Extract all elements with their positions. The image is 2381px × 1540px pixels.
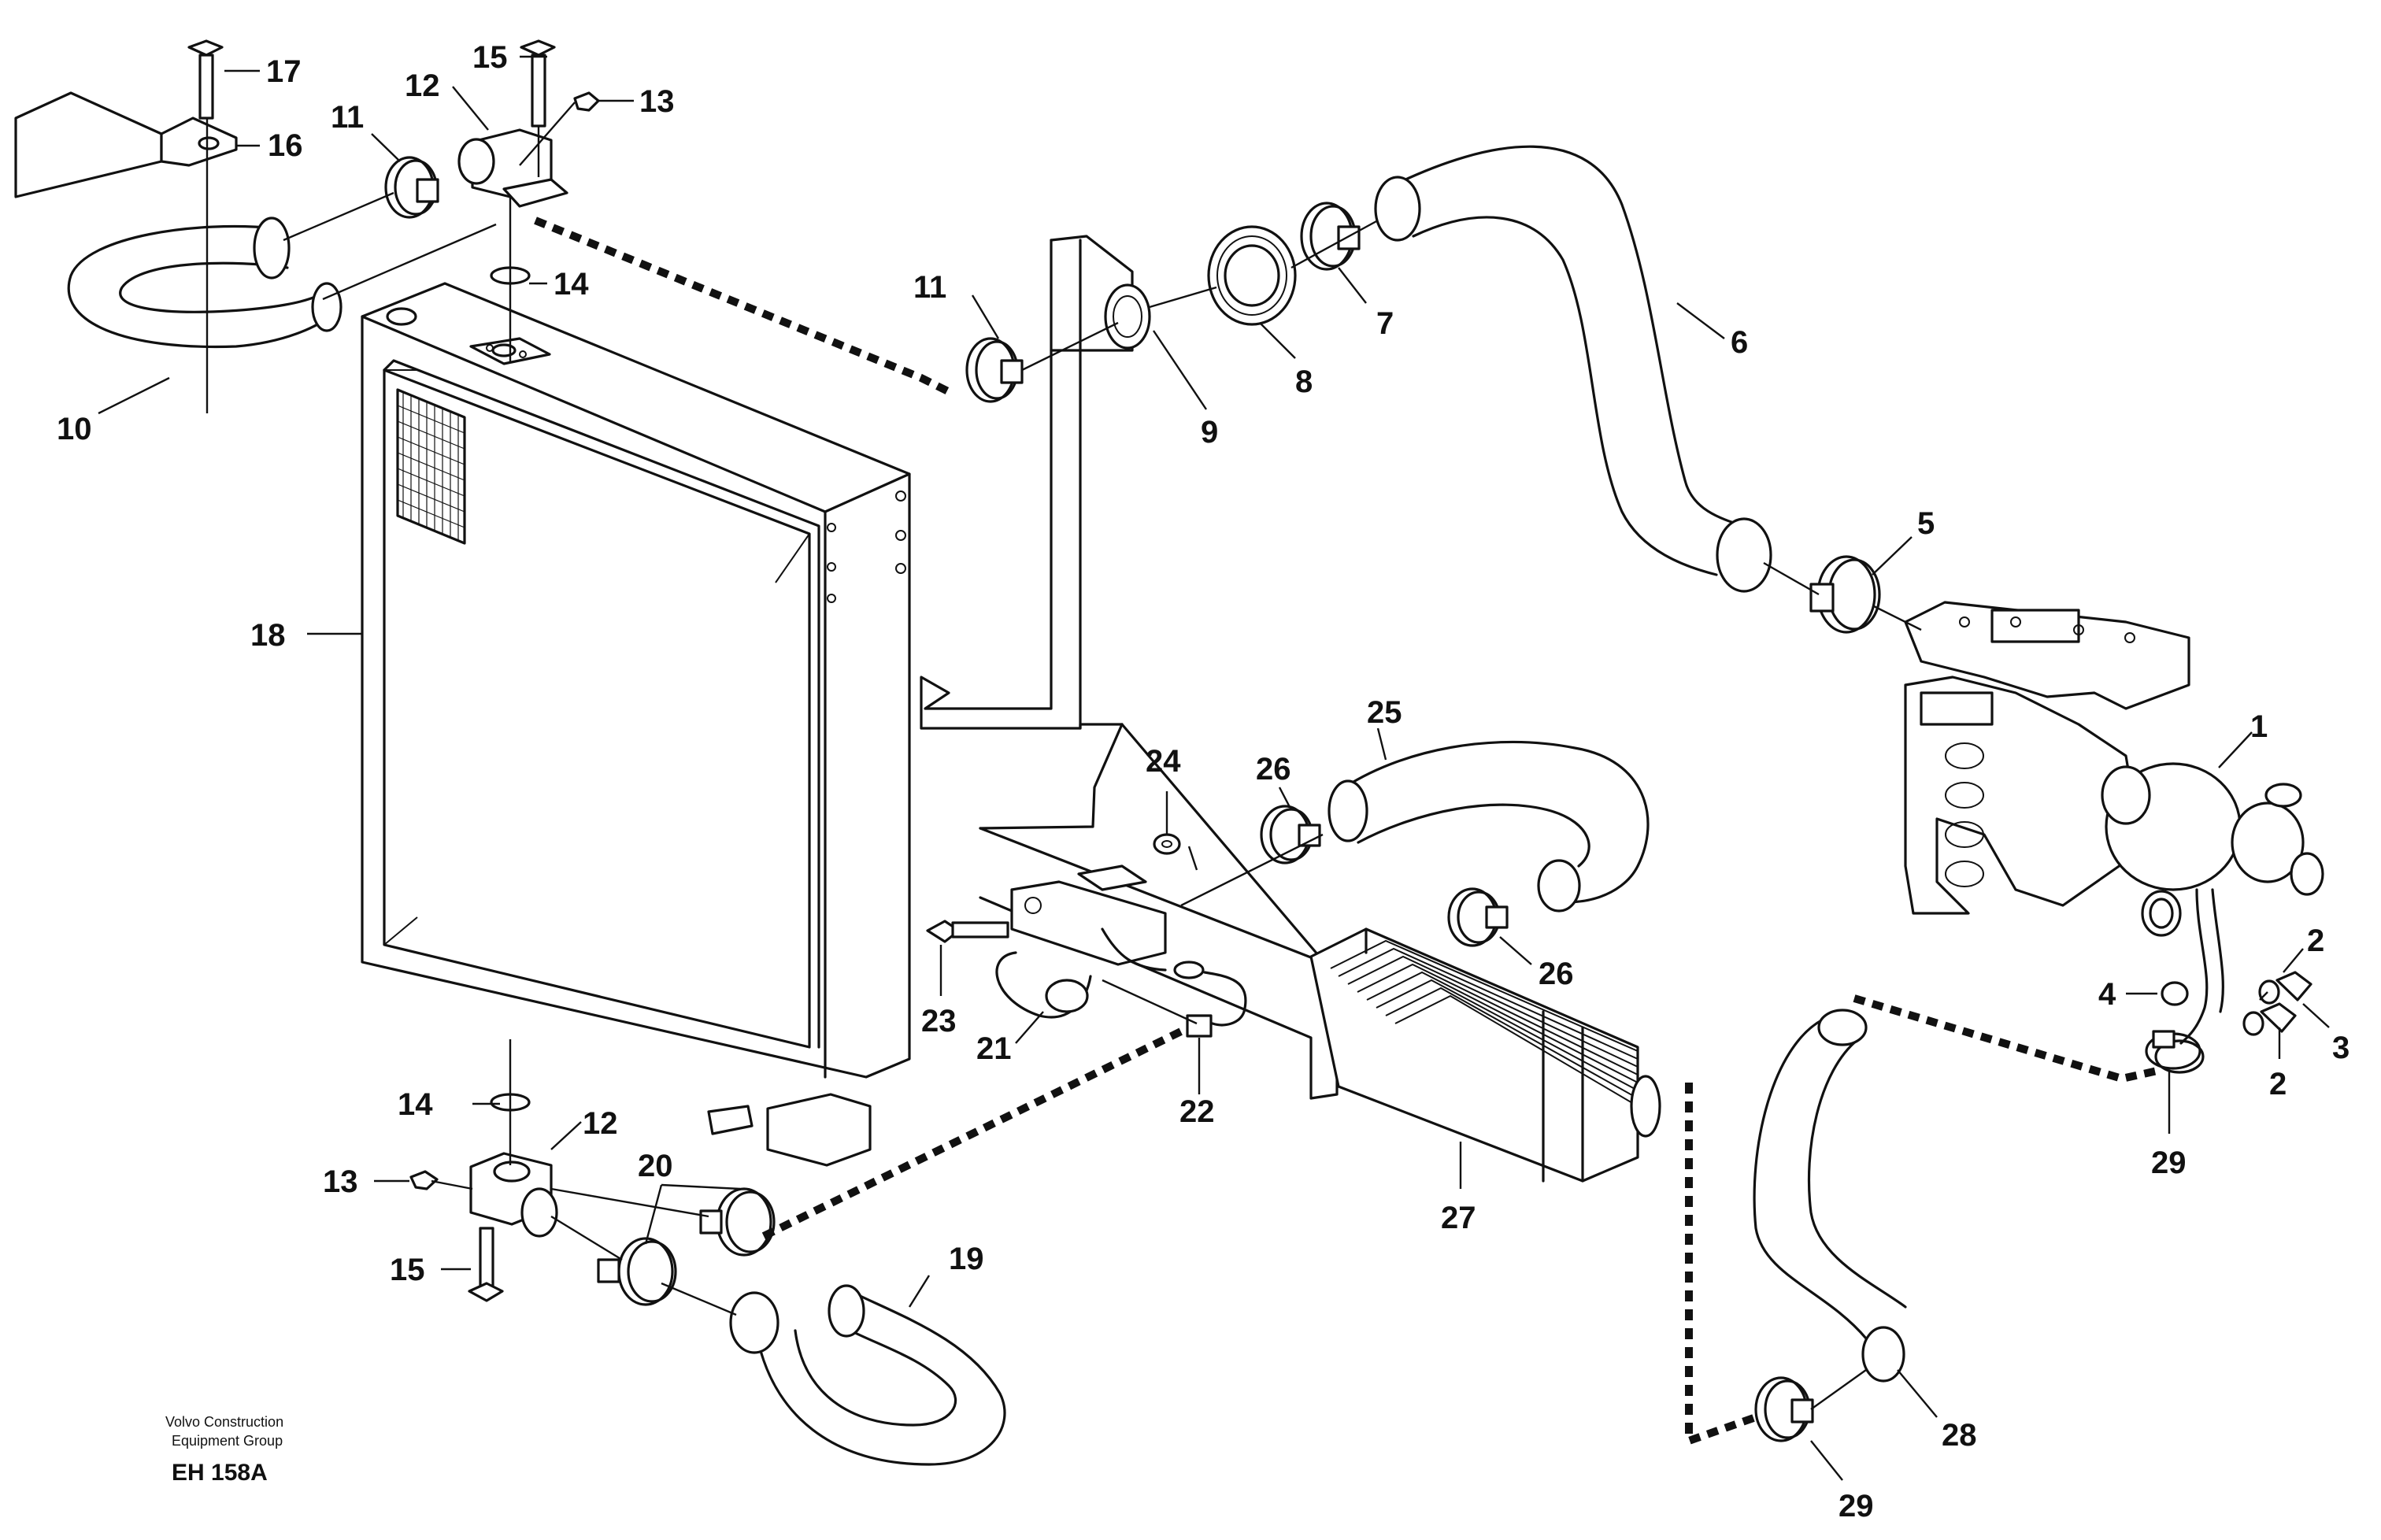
callout-number: 22 — [1179, 1094, 1215, 1129]
footer-company-line2: Equipment Group — [172, 1433, 283, 1449]
pipe-elbow — [67, 217, 343, 349]
nut — [409, 1170, 439, 1190]
hose-clamp — [2145, 1030, 2205, 1074]
bolt — [187, 39, 224, 120]
callout-number: 4 — [2098, 977, 2116, 1012]
callout-number: 26 — [1539, 957, 1574, 991]
fan-shroud-plate — [920, 235, 1339, 1100]
callout-number: 14 — [398, 1087, 433, 1122]
callout-leaders — [98, 55, 2330, 1481]
oil-cooler — [1309, 927, 1661, 1183]
hose-clamp — [1260, 805, 1321, 864]
leader-lines — [206, 102, 2268, 1410]
callout-number: 29 — [1839, 1489, 1874, 1523]
hose-route-dashed — [534, 217, 2159, 1447]
engine-water-pump-assembly — [1904, 601, 2324, 1045]
upper-radiator-hose — [1374, 145, 1772, 593]
callout-number: 10 — [57, 412, 92, 446]
temperature-sender-bracket — [1010, 864, 1167, 966]
hose-clamp — [384, 156, 439, 219]
washer — [1153, 833, 1181, 855]
footer-company-line1: Volvo Construction — [165, 1414, 283, 1430]
radiator — [361, 282, 911, 1167]
callout-number: 7 — [1376, 306, 1394, 341]
mounting-bracket — [14, 91, 238, 198]
hose-clamp — [597, 1237, 677, 1306]
nut — [573, 91, 600, 112]
bolt — [468, 1227, 504, 1302]
callout-number: 5 — [1917, 506, 1935, 541]
lower-bypass-hose — [1753, 1009, 1907, 1383]
callout-number: 20 — [638, 1149, 673, 1183]
callout-number: 26 — [1256, 752, 1291, 787]
callout-number: 23 — [921, 1004, 957, 1038]
callout-number: 3 — [2332, 1031, 2350, 1065]
thermostat-housing-bottom — [469, 1152, 558, 1238]
callout-number: 28 — [1942, 1418, 1977, 1453]
plug — [2161, 981, 2189, 1006]
callout-number: 16 — [268, 128, 303, 163]
callout-number: 15 — [472, 40, 508, 75]
hose-clamp — [1754, 1376, 1814, 1442]
thermostat-housing-top — [457, 128, 568, 208]
callout-number: 24 — [1146, 744, 1181, 779]
pipe-flange — [1104, 283, 1151, 350]
hose-clamp — [1300, 202, 1361, 271]
coolant-pipe — [995, 951, 1092, 1019]
connector-plug — [1186, 1014, 1213, 1038]
callout-number: 29 — [2151, 1146, 2187, 1180]
footer-drawing-code: EH 158A — [172, 1460, 268, 1486]
callout-number: 11 — [913, 270, 946, 305]
sensor-wire — [1101, 927, 1247, 1027]
fitting-nipple — [2258, 971, 2312, 1005]
callout-number: 18 — [250, 618, 286, 653]
callout-number: 19 — [949, 1242, 984, 1276]
rubber-seal — [1207, 225, 1297, 326]
callout-number: 2 — [2269, 1067, 2287, 1101]
lower-radiator-hose — [729, 1284, 1006, 1466]
hose-clamp — [965, 337, 1024, 403]
callout-number: 9 — [1201, 415, 1218, 450]
callout-number: 17 — [266, 54, 302, 89]
callout-number: 8 — [1295, 365, 1313, 399]
callout-number: 25 — [1367, 695, 1402, 730]
callout-number: 12 — [405, 68, 440, 103]
callout-number: 15 — [390, 1253, 425, 1287]
callout-number: 2 — [2307, 924, 2324, 958]
bolt — [926, 920, 1009, 943]
callout-number: 6 — [1731, 325, 1748, 360]
callout-number: 27 — [1441, 1201, 1476, 1235]
hose-clamp — [1809, 555, 1881, 634]
fitting-nipple — [2242, 1002, 2297, 1036]
radiator-drain-block — [707, 1093, 872, 1167]
radiator-mesh-patch — [396, 388, 466, 545]
callout-number: 1 — [2250, 709, 2268, 744]
callout-number: 21 — [976, 1031, 1012, 1066]
callout-number: 14 — [554, 267, 589, 302]
callout-number: 11 — [331, 100, 364, 135]
hose-clamp — [699, 1187, 776, 1257]
bolt — [520, 39, 556, 128]
callout-number: 13 — [323, 1164, 358, 1199]
callout-number: 13 — [639, 84, 675, 119]
callout-number: 12 — [583, 1106, 618, 1141]
hose-clamp — [1447, 887, 1509, 947]
oil-cooler-hose — [1328, 740, 1650, 913]
